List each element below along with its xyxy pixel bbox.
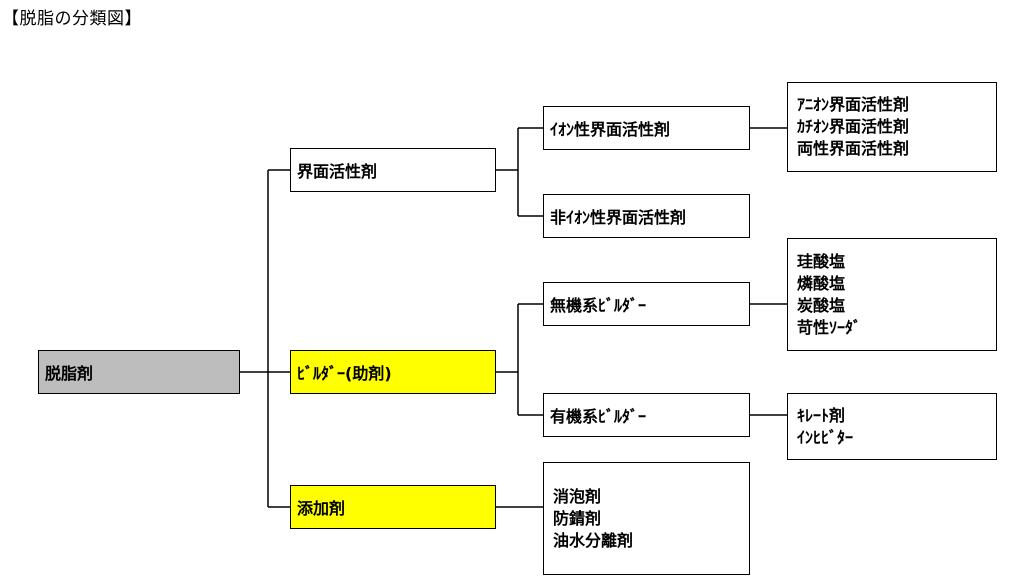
list-item: ｱﾆｵﾝ界面活性剤 [797,95,910,114]
node-organic-builder-label: 有機系ﾋﾞﾙﾀﾞｰ [550,407,647,426]
node-additive: 添加剤 [290,485,496,529]
diagram-title: 【脱脂の分類図】 [2,9,142,29]
node-ionic-surfactant: ｲｵﾝ性界面活性剤 [543,106,750,150]
node-nonionic-surfactant-label: 非ｲｵﾝ性界面活性剤 [550,208,687,227]
list-item: 苛性ｿｰﾀﾞ [797,317,862,337]
list-additive-types: 消泡剤 防錆剤 油水分離剤 [543,462,750,575]
list-item: 珪酸塩 [797,251,846,271]
node-degreaser: 脱脂剤 [38,350,240,394]
node-surfactant: 界面活性剤 [290,148,496,192]
node-additive-label: 添加剤 [297,499,346,518]
list-item: 炭酸塩 [797,295,846,315]
node-nonionic-surfactant: 非ｲｵﾝ性界面活性剤 [543,194,750,238]
list-item: ｷﾚｰﾄ剤 [797,405,846,425]
list-item: 油水分離剤 [553,530,634,550]
list-item: 防錆剤 [553,508,602,528]
list-inorganic-types: 珪酸塩 燐酸塩 炭酸塩 苛性ｿｰﾀﾞ [787,238,997,351]
node-builder: ﾋﾞﾙﾀﾞｰ(助剤) [290,350,496,394]
list-item: ｶﾁｵﾝ界面活性剤 [797,117,910,136]
list-item: 消泡剤 [553,486,602,506]
node-inorganic-builder: 無機系ﾋﾞﾙﾀﾞｰ [543,282,750,326]
list-item: 燐酸塩 [797,273,846,293]
node-inorganic-builder-label: 無機系ﾋﾞﾙﾀﾞｰ [550,296,647,315]
node-degreaser-label: 脱脂剤 [45,364,94,383]
node-surfactant-label: 界面活性剤 [297,162,378,181]
list-ionic-types: ｱﾆｵﾝ界面活性剤 ｶﾁｵﾝ界面活性剤 両性界面活性剤 [787,82,997,172]
node-ionic-surfactant-label: ｲｵﾝ性界面活性剤 [550,120,671,139]
node-organic-builder: 有機系ﾋﾞﾙﾀﾞｰ [543,393,750,437]
list-item: 両性界面活性剤 [797,139,910,158]
list-item: ｲﾝﾋﾋﾞﾀｰ [797,427,854,447]
node-builder-label: ﾋﾞﾙﾀﾞｰ(助剤) [297,364,392,383]
list-organic-types: ｷﾚｰﾄ剤 ｲﾝﾋﾋﾞﾀｰ [787,393,997,460]
